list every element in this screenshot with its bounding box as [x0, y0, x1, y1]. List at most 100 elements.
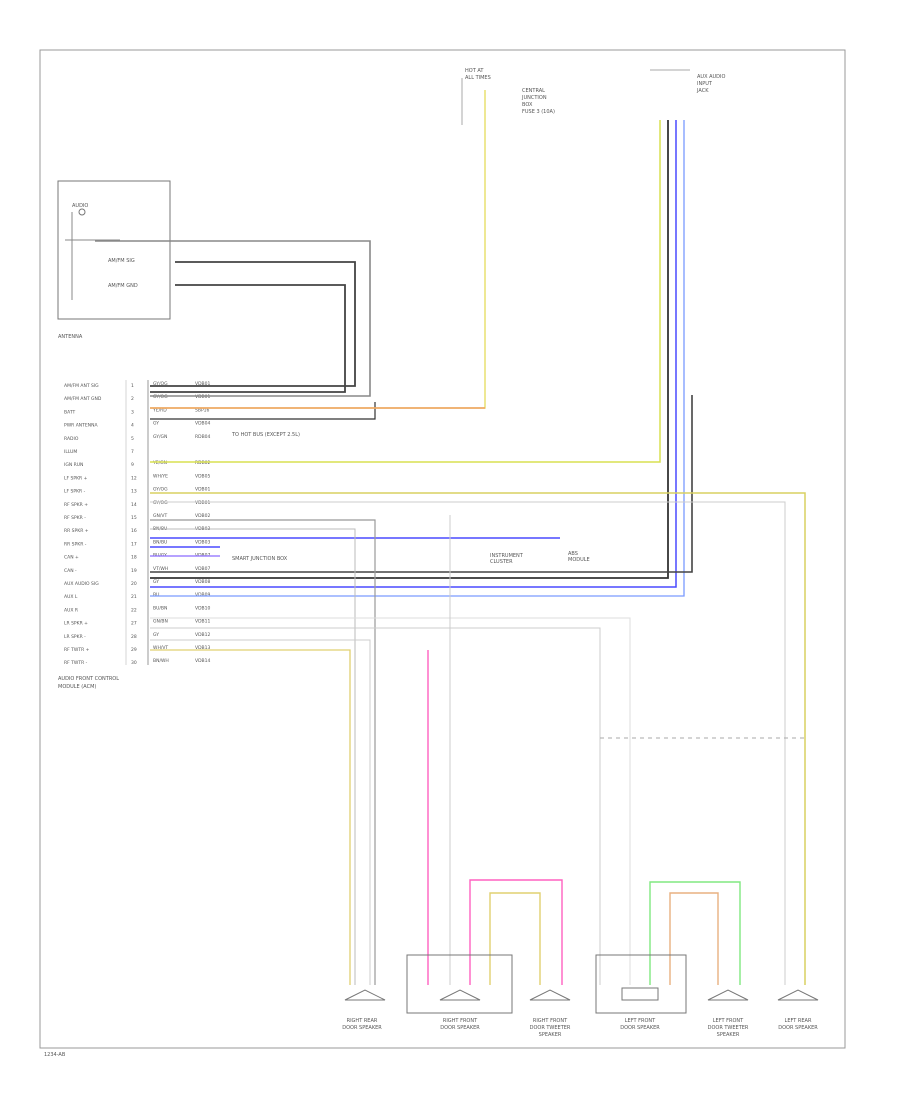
speaker-right-rear	[344, 989, 386, 1001]
module-pin-name: LF SPKR +	[64, 475, 88, 481]
module-pin-number: 29	[131, 647, 137, 653]
speaker-label: SPEAKER	[717, 1032, 740, 1038]
wire-can	[150, 395, 693, 573]
module-pin-wire-color: BN/WH	[153, 658, 169, 664]
module-pin-number: 13	[131, 489, 137, 495]
wire-rf-twtr	[150, 649, 351, 985]
module-pin-name: RF TWTR -	[64, 660, 88, 666]
module-pin-circuit: VDB13	[195, 645, 210, 651]
speaker-label: LEFT FRONT	[713, 1018, 744, 1024]
module-pin-wire-color: YE/GN	[152, 460, 167, 466]
module-pin-wire-color: GY/OG	[153, 381, 168, 387]
hot-at-all-times-label: HOT AT ALL TIMES CENTRAL JUNCTION BOX FU…	[461, 68, 555, 125]
antenna-amfm-gnd-label: AM/FM GND	[108, 283, 138, 289]
module-pin-circuit: VDB14	[195, 658, 210, 664]
speaker-label: DOOR SPEAKER	[778, 1025, 818, 1031]
module-pin-number: 17	[131, 541, 137, 547]
antenna-audio-label: AUDIO	[72, 203, 88, 209]
module-pin-wire-color: GY	[153, 421, 159, 427]
speaker-label: RIGHT FRONT	[533, 1018, 568, 1024]
svg-text:CENTRAL: CENTRAL	[522, 88, 545, 94]
module-pin-circuit: VDB05	[195, 473, 210, 479]
module-pin-wire-color: GN/VT	[153, 513, 167, 519]
module-pin-wire-color: BU/BN	[153, 605, 167, 611]
wire-rr-spkr	[150, 519, 376, 985]
module-pin-wire-color: GY/OG	[153, 500, 168, 506]
module-pin-number: 19	[131, 568, 137, 574]
module-pin-circuit: RDB04	[195, 434, 211, 440]
module-pin-number: 12	[131, 475, 137, 481]
module-pin-name: AM/FM ANT SIG	[64, 383, 99, 389]
wire-lf-spkr-minus	[150, 501, 786, 985]
wire-rf-twtr-minus	[150, 639, 371, 985]
antenna-label: ANTENNA	[58, 334, 83, 340]
module-pin-name: AM/FM ANT GND	[64, 396, 102, 402]
speaker-left-front-tweeter	[707, 989, 749, 1001]
module-pin-wire-color: GY	[153, 579, 159, 585]
wire-amfm-sig	[150, 261, 356, 387]
aux-jack-label: AUX AUDIO INPUT JACK	[650, 69, 725, 94]
speaker-label: LEFT FRONT	[625, 1018, 656, 1024]
module-pin-number: 9	[131, 462, 134, 468]
smart-junction-note: SMART JUNCTION BOX	[232, 556, 288, 562]
module-label-line2: MODULE (ACM)	[58, 684, 96, 690]
module-pin-wire-color: GN/BN	[153, 619, 168, 625]
module-pin-number: 27	[131, 621, 137, 627]
module-pin-name: AUX AUDIO SIG	[64, 581, 99, 587]
module-pin-wire-color: GY/OG	[153, 394, 168, 400]
module-pin-number: 22	[131, 607, 137, 613]
wire-lr-spkr	[150, 627, 601, 985]
module-note-1: ABS	[568, 551, 578, 557]
footer-code: 1234-AB	[44, 1052, 66, 1058]
module-pin-wire-color: WH/VT	[153, 645, 168, 651]
wire-rr-spkr-minus	[150, 528, 356, 985]
instrument-note-1: INSTRUMENT	[490, 553, 524, 559]
module-pin-name: RR SPKR +	[64, 528, 89, 534]
svg-text:AUX AUDIO: AUX AUDIO	[697, 74, 725, 80]
antenna-component: AUDIO AM/FM SIG AM/FM GND ANTENNA	[57, 180, 171, 340]
module-pin-circuit: VDB01	[195, 487, 210, 493]
module-pin-name: CAN -	[64, 568, 77, 574]
module-pin-wire-color: BU	[153, 592, 159, 598]
ground-note: TO HOT BUS (EXCEPT 2.5L)	[231, 432, 300, 438]
module-pin-circuit: VDB01	[195, 394, 210, 400]
module-pin-number: 5	[131, 436, 134, 442]
module-pin-circuit: VDB03	[195, 539, 210, 545]
module-pin-name: AUX R	[64, 607, 78, 613]
wire-rf-tweeter-pink	[469, 879, 563, 985]
wire-harness	[95, 90, 806, 985]
module-pin-name: LR SPKR +	[64, 621, 88, 627]
module-pin-name: BATT	[64, 409, 75, 415]
svg-text:ALL TIMES: ALL TIMES	[465, 75, 491, 81]
speaker-label: LEFT REAR	[785, 1018, 812, 1024]
module-pin-name: ILLUM	[64, 449, 77, 455]
module-pin-number: 16	[131, 528, 137, 534]
svg-text:INPUT: INPUT	[697, 81, 713, 87]
module-pin-circuit: VDB09	[195, 592, 210, 598]
wire-aux-signal	[150, 120, 669, 579]
speaker-label: DOOR SPEAKER	[620, 1025, 660, 1031]
module-pin-circuit: VDB07	[195, 566, 210, 572]
wire-rf-tweeter-yellow	[489, 892, 541, 985]
module-pin-name: RF SPKR +	[64, 502, 88, 508]
module-pin-number: 14	[131, 502, 137, 508]
speaker-label: DOOR TWEETER	[708, 1025, 749, 1031]
speaker-label: DOOR SPEAKER	[342, 1025, 382, 1031]
audio-control-module: AUDIO FRONT CONTROL MODULE (ACM) AM/FM A…	[58, 380, 211, 690]
module-pin-number: 30	[131, 660, 137, 666]
module-pin-circuit: SBP16	[195, 407, 210, 413]
wire-battery-feed	[150, 90, 486, 409]
module-pin-number: 15	[131, 515, 137, 521]
module-pin-circuit: VDB10	[195, 605, 210, 611]
module-pin-wire-color: GY/GN	[153, 434, 167, 440]
svg-text:FUSE 3 (10A): FUSE 3 (10A)	[522, 109, 555, 115]
speaker-left-front	[595, 954, 687, 1014]
module-pin-name: LF SPKR -	[64, 489, 86, 495]
svg-text:HOT AT: HOT AT	[465, 68, 484, 74]
speaker-label: RIGHT REAR	[347, 1018, 378, 1024]
speaker-label: RIGHT FRONT	[443, 1018, 478, 1024]
module-pin-number: 3	[131, 409, 134, 415]
speaker-right-front-tweeter	[529, 989, 571, 1001]
module-pin-circuit: VDB01	[195, 500, 210, 506]
